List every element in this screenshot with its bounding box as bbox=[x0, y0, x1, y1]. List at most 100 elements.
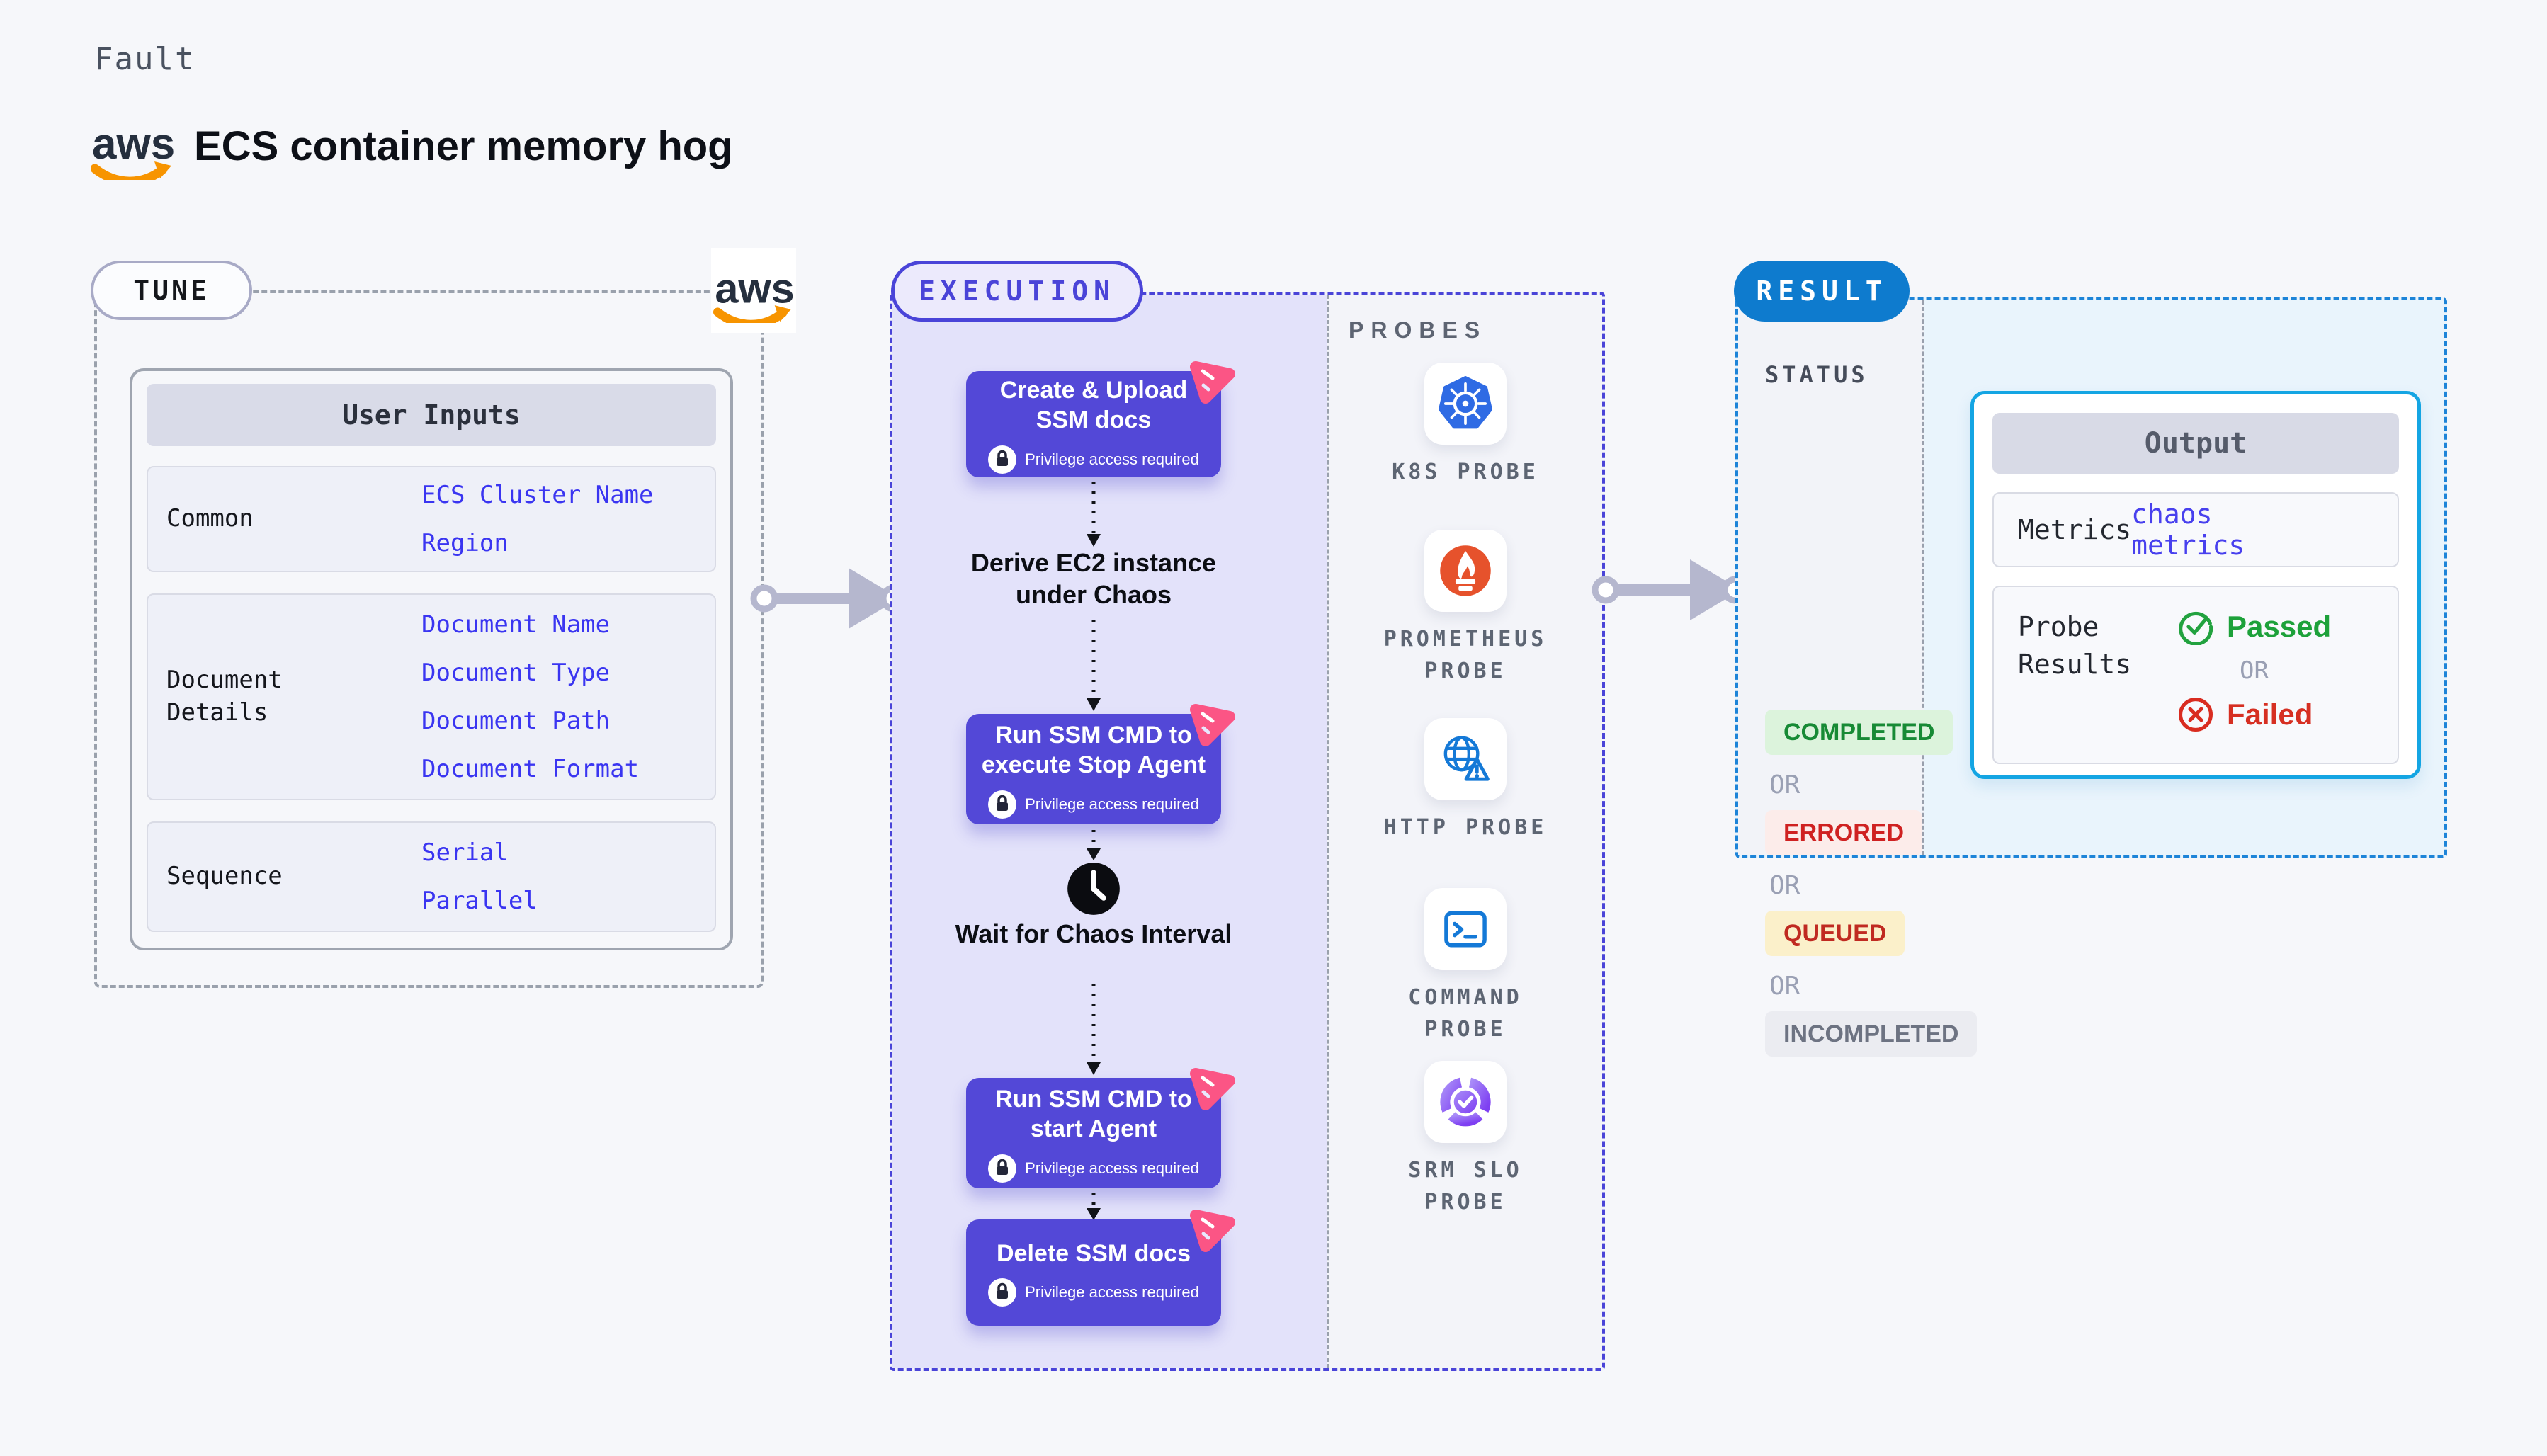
row-value: Document Type bbox=[421, 659, 611, 687]
chaos-badge-icon bbox=[1184, 695, 1240, 751]
privilege-note: Privilege access required bbox=[988, 445, 1199, 474]
kubernetes-icon bbox=[1424, 363, 1507, 445]
result-badge: RESULT bbox=[1734, 261, 1910, 322]
table-row: Sequence Serial Parallel bbox=[147, 821, 716, 932]
probe-k8s: K8S PROBE bbox=[1329, 363, 1602, 488]
probe-label: COMMAND PROBE bbox=[1408, 985, 1523, 1042]
tune-badge-label: TUNE bbox=[133, 275, 210, 306]
slo-gauge-icon bbox=[1424, 1061, 1507, 1143]
step-title: Run SSM CMD to execute Stop Agent bbox=[981, 721, 1206, 779]
failed-verdict: Failed bbox=[2177, 696, 2331, 733]
step-title: Create & Upload SSM docs bbox=[999, 376, 1188, 434]
probes-heading: PROBES bbox=[1349, 317, 1487, 343]
status-badge-incompleted: INCOMPLETED bbox=[1765, 1011, 1978, 1057]
output-card: Output Metrics chaos metrics Probe Resul… bbox=[1970, 391, 2421, 779]
output-header: Output bbox=[1992, 413, 2399, 474]
or-separator: OR bbox=[1769, 972, 1800, 1001]
page-title: ECS container memory hog bbox=[194, 123, 733, 169]
step-create-upload-ssm-docs: Create & Upload SSM docs Privilege acces… bbox=[966, 371, 1221, 477]
step-run-ssm-start-agent: Run SSM CMD to start Agent Privilege acc… bbox=[966, 1078, 1221, 1188]
privilege-note: Privilege access required bbox=[988, 1278, 1199, 1307]
privilege-note: Privilege access required bbox=[988, 1154, 1199, 1183]
status-badge-queued: QUEUED bbox=[1765, 911, 1905, 956]
dotted-arrow bbox=[1087, 482, 1101, 547]
probe-results-row: Probe Results Passed OR Failed bbox=[1992, 586, 2399, 764]
table-row: Common ECS Cluster Name Region bbox=[147, 466, 716, 572]
globe-alert-icon bbox=[1424, 718, 1507, 800]
tune-badge: TUNE bbox=[91, 261, 252, 320]
dotted-arrow bbox=[1087, 1193, 1101, 1220]
aws-logo-icon bbox=[91, 112, 174, 180]
lock-icon bbox=[988, 790, 1017, 819]
lock-icon bbox=[988, 1278, 1017, 1307]
dotted-arrow bbox=[1087, 830, 1101, 860]
arrow-execution-to-result bbox=[1591, 551, 1747, 629]
lock-icon bbox=[988, 445, 1017, 474]
probe-results-label: Probe Results bbox=[2018, 611, 2132, 681]
passed-verdict: Passed bbox=[2177, 608, 2331, 645]
step-title: Run SSM CMD to start Agent bbox=[995, 1085, 1192, 1143]
or-separator: OR bbox=[2240, 656, 2269, 685]
status-badge-completed: COMPLETED bbox=[1765, 710, 1953, 755]
step-run-ssm-stop-agent: Run SSM CMD to execute Stop Agent Privil… bbox=[966, 714, 1221, 824]
table-row: Document Details Document Name Document … bbox=[147, 593, 716, 800]
execution-section: PROBES K8S PROBE bbox=[890, 292, 1605, 1371]
dotted-arrow bbox=[1087, 984, 1101, 1075]
probe-http: HTTP PROBE bbox=[1329, 718, 1602, 843]
privilege-label: Privilege access required bbox=[1025, 1283, 1199, 1302]
probes-panel: PROBES K8S PROBE bbox=[1327, 295, 1602, 1368]
chaos-badge-icon bbox=[1184, 1201, 1240, 1256]
probe-label: K8S PROBE bbox=[1392, 460, 1539, 484]
row-value: Serial bbox=[421, 838, 509, 867]
derive-ec2-label: Derive EC2 instance under Chaos bbox=[970, 548, 1217, 609]
row-value: ECS Cluster Name bbox=[421, 481, 654, 509]
status-panel bbox=[1738, 300, 1924, 855]
step-title: Delete SSM docs bbox=[997, 1239, 1191, 1267]
row-label: Common bbox=[166, 504, 254, 533]
user-inputs-card: User Inputs Common ECS Cluster Name Regi… bbox=[130, 368, 733, 950]
row-value: Document Format bbox=[421, 755, 640, 783]
aws-target-logo bbox=[711, 248, 796, 333]
result-badge-label: RESULT bbox=[1756, 275, 1888, 307]
terminal-icon bbox=[1424, 888, 1507, 970]
chaos-badge-icon bbox=[1184, 1059, 1240, 1115]
fault-kicker: Fault bbox=[94, 41, 195, 77]
dotted-arrow bbox=[1087, 620, 1101, 711]
tune-section bbox=[94, 290, 764, 988]
wait-chaos-label: Wait for Chaos Interval bbox=[955, 919, 1232, 948]
row-value: Region bbox=[421, 529, 509, 557]
arrow-tune-to-execution bbox=[749, 559, 905, 637]
user-inputs-header: User Inputs bbox=[147, 384, 716, 446]
prometheus-icon bbox=[1424, 530, 1507, 612]
or-separator: OR bbox=[1769, 871, 1800, 900]
or-separator: OR bbox=[1769, 770, 1800, 800]
row-value: Document Path bbox=[421, 707, 611, 735]
probe-label: HTTP PROBE bbox=[1383, 815, 1548, 840]
clock-icon bbox=[1066, 861, 1121, 916]
privilege-label: Privilege access required bbox=[1025, 795, 1199, 813]
chaos-badge-icon bbox=[1184, 353, 1240, 408]
probe-prometheus: PROMETHEUS PROBE bbox=[1329, 530, 1602, 687]
metrics-row: Metrics chaos metrics bbox=[1992, 492, 2399, 567]
x-circle-icon bbox=[2178, 697, 2213, 732]
row-label: Document Details bbox=[166, 666, 283, 727]
aws-icon bbox=[713, 258, 794, 323]
status-badge-errored: ERRORED bbox=[1765, 810, 1923, 855]
metrics-label: Metrics bbox=[2018, 514, 2132, 545]
probe-command: COMMAND PROBE bbox=[1329, 888, 1602, 1045]
privilege-label: Privilege access required bbox=[1025, 1159, 1199, 1177]
metrics-value: chaos metrics bbox=[2131, 499, 2245, 561]
execution-badge-label: EXECUTION bbox=[919, 275, 1116, 307]
execution-badge: EXECUTION bbox=[891, 261, 1143, 322]
privilege-label: Privilege access required bbox=[1025, 450, 1199, 468]
status-heading: STATUS bbox=[1765, 361, 1868, 388]
failed-label: Failed bbox=[2227, 698, 2313, 731]
probe-label: SRM SLO PROBE bbox=[1408, 1158, 1523, 1215]
passed-label: Passed bbox=[2227, 610, 2332, 643]
row-value: Document Name bbox=[421, 610, 611, 639]
probe-srm-slo: SRM SLO PROBE bbox=[1329, 1061, 1602, 1218]
row-value: Parallel bbox=[421, 887, 538, 915]
check-circle-icon bbox=[2179, 611, 2213, 645]
row-label: Sequence bbox=[166, 862, 283, 891]
privilege-note: Privilege access required bbox=[988, 790, 1199, 819]
